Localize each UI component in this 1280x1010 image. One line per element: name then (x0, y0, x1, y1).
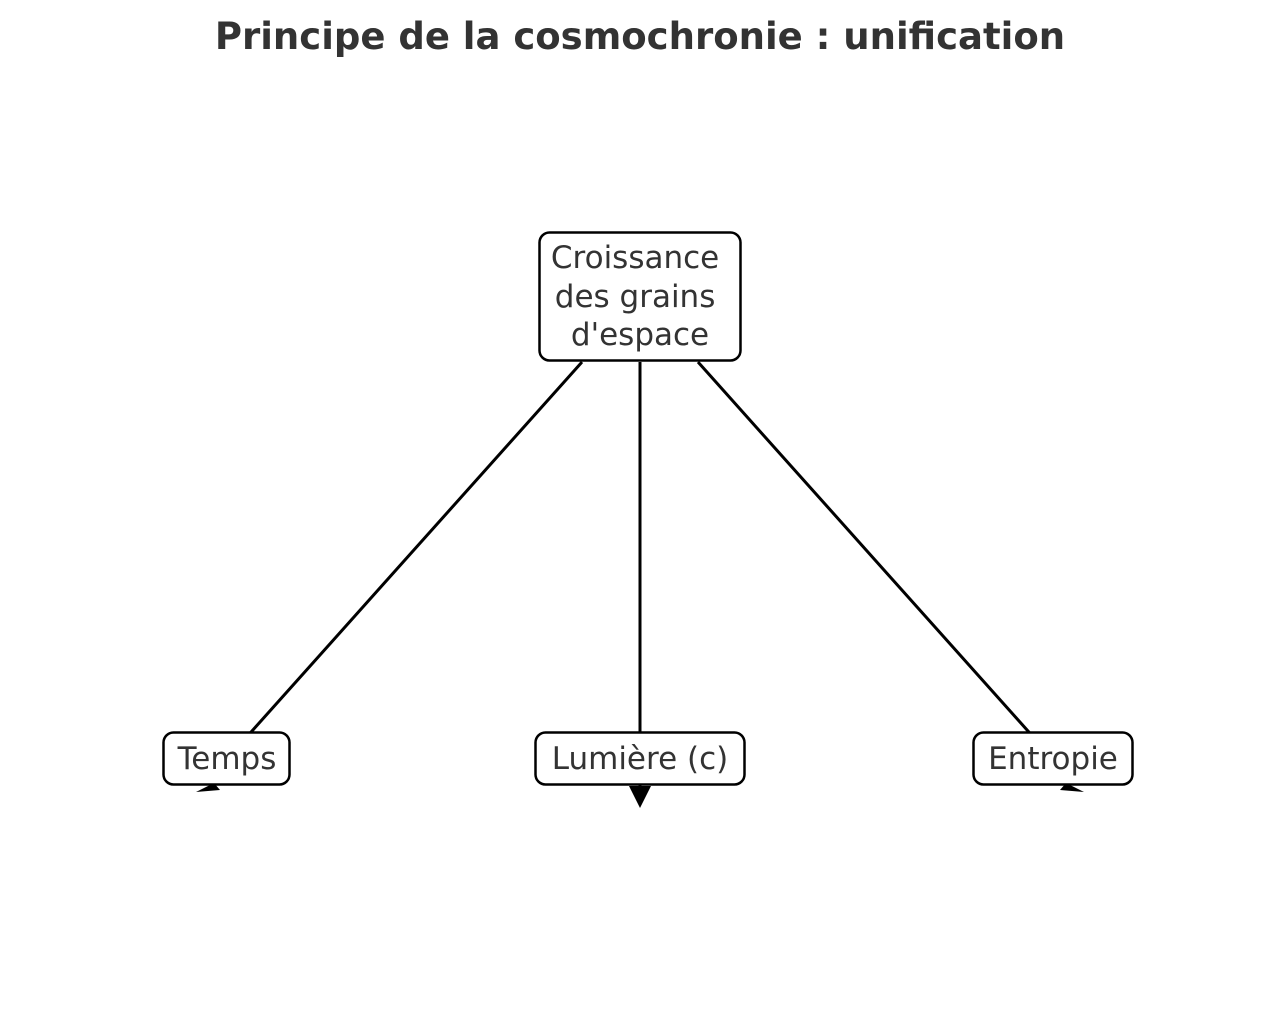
node-temps-box (162, 731, 291, 786)
arrowhead-lumiere (629, 786, 651, 808)
node-lumiere-box (534, 731, 746, 786)
diagram-title: Principe de la cosmochronie : unificatio… (214, 15, 1066, 58)
edges (225, 361, 1055, 790)
edge-source-to-entropie (696, 361, 1055, 760)
node-entropie: Entropie (972, 731, 1134, 786)
node-source-label-line-1: Croissance (551, 240, 719, 276)
node-temps-label: Temps (177, 741, 277, 777)
node-source-label-line-3: d'espace (571, 317, 709, 353)
node-lumiere: Lumière (c) (534, 731, 746, 786)
node-source: Croissance des grains d'espace (538, 231, 742, 362)
node-source-label: Croissance des grains d'espace (551, 240, 729, 353)
node-source-label-line-2: des grains (555, 279, 716, 315)
arrowheads (196, 783, 1084, 808)
node-temps: Temps (162, 731, 291, 786)
node-entropie-label: Entropie (988, 741, 1118, 777)
node-entropie-box (972, 731, 1134, 786)
node-lumiere-label: Lumière (c) (552, 741, 728, 777)
edge-source-to-temps (225, 361, 584, 760)
node-source-box (538, 231, 742, 362)
